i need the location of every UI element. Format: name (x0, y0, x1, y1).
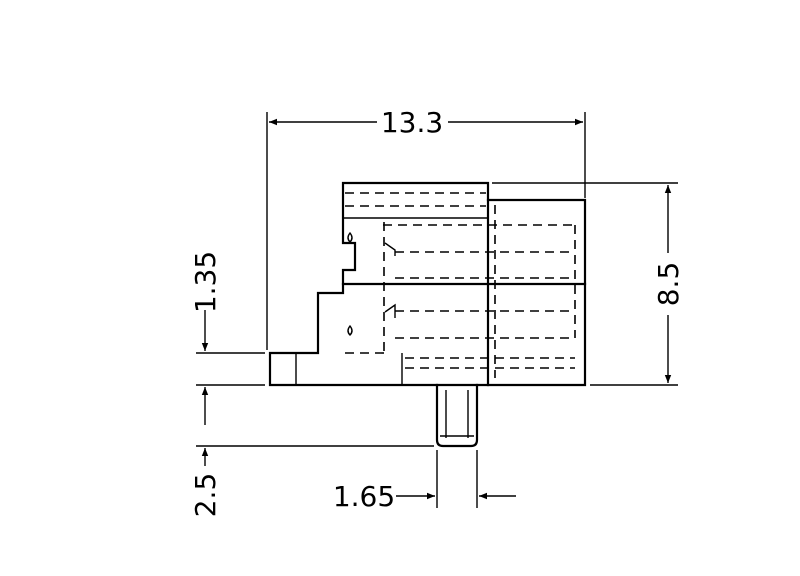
dimension-width: 13.3 (269, 106, 583, 139)
contact-tip (384, 303, 396, 318)
dimension-pin-width-label: 1.65 (333, 480, 395, 513)
extension-lines (196, 112, 678, 508)
dimension-overall-height: 8.5 (652, 262, 685, 307)
dimension-overall-width: 13.3 (381, 106, 443, 139)
hidden-lines (345, 192, 576, 378)
dimension-height: 8.5 (652, 185, 685, 383)
dimension-pin-length: 2.5 (189, 448, 222, 517)
pin-outline (435, 383, 479, 448)
dimension-pin-width: 1.65 (333, 480, 516, 513)
dimension-pin-length-label: 2.5 (189, 473, 222, 518)
latch-mark (347, 324, 353, 336)
contact-tip (384, 242, 396, 256)
dimension-step: 1.35 (189, 251, 222, 425)
latch-mark (347, 231, 353, 243)
connector-body (268, 181, 587, 387)
contact-details (347, 231, 396, 336)
body-outline (268, 181, 587, 387)
dimension-step-height: 1.35 (189, 251, 222, 313)
pin (435, 383, 479, 448)
